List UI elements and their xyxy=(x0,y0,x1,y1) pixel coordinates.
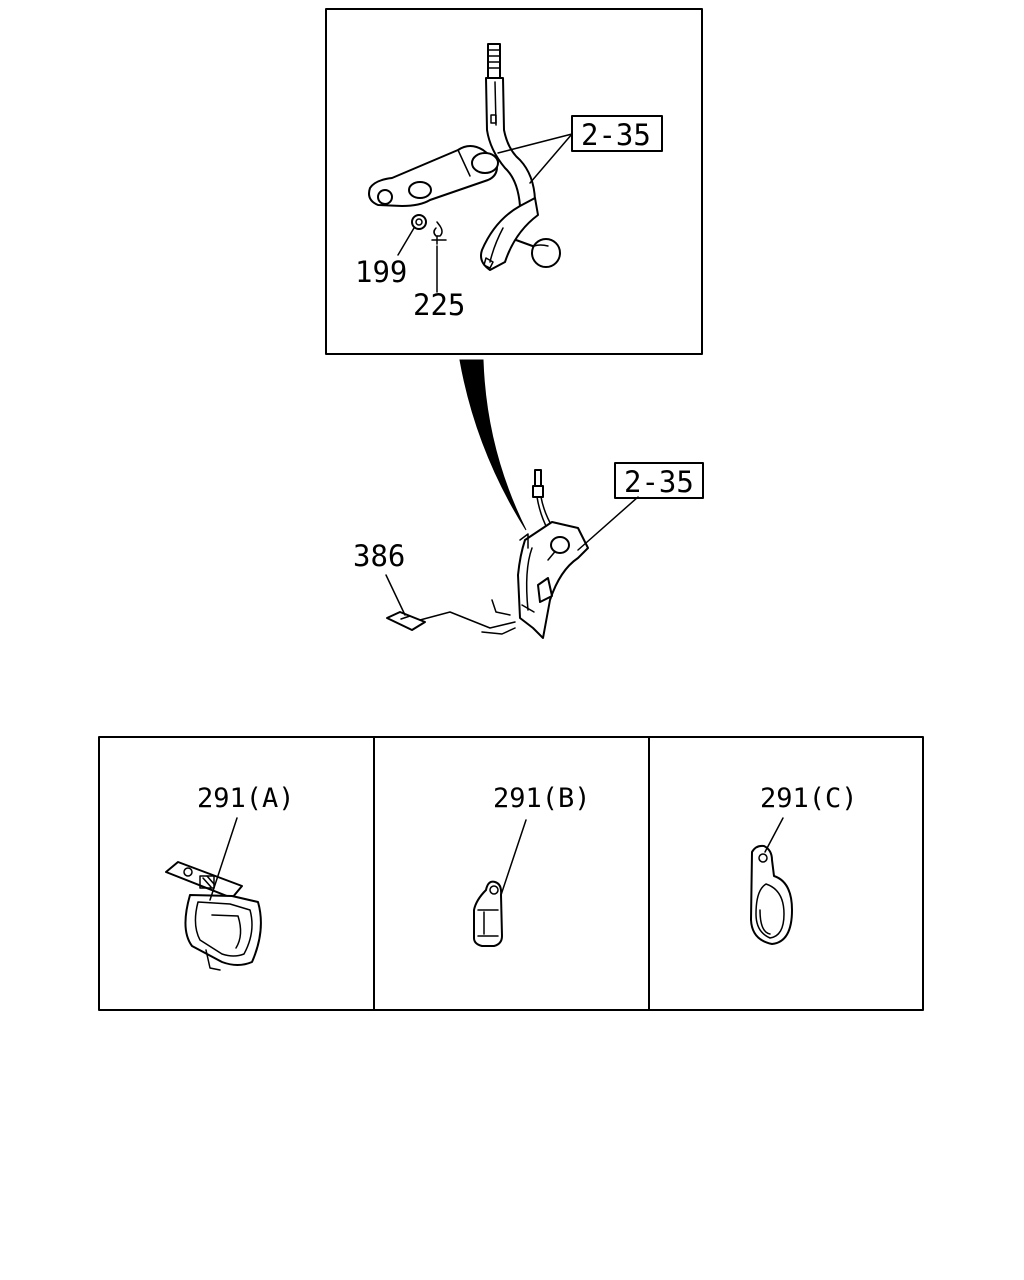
leader-291a xyxy=(209,817,238,901)
part-number-386: 386 xyxy=(353,539,405,573)
leader-lines-upper xyxy=(397,133,573,293)
leader-291b xyxy=(500,819,527,896)
ref-box-lower xyxy=(614,462,704,499)
part-number-225: 225 xyxy=(413,288,465,322)
detail-pointer xyxy=(459,359,527,531)
ref-box-upper xyxy=(571,115,663,152)
label-291c: 291(C) xyxy=(760,783,858,814)
clip-225 xyxy=(431,221,447,245)
leader-lines-middle xyxy=(385,496,639,616)
washer-199 xyxy=(411,214,427,230)
ref-label-lower: 2-35 xyxy=(624,465,694,499)
leader-291c xyxy=(764,817,784,853)
transmission-assembly xyxy=(386,469,589,639)
clip-291a xyxy=(165,861,262,971)
ref-label-upper: 2-35 xyxy=(581,118,651,152)
label-291b: 291(B) xyxy=(493,783,591,814)
label-291a: 291(A) xyxy=(197,783,295,814)
variant-panels xyxy=(98,736,924,1011)
shift-lever-assembly xyxy=(368,43,561,271)
clip-291b xyxy=(473,880,503,947)
clip-291c xyxy=(750,844,793,945)
detail-box xyxy=(325,8,703,355)
part-number-199: 199 xyxy=(355,255,407,289)
